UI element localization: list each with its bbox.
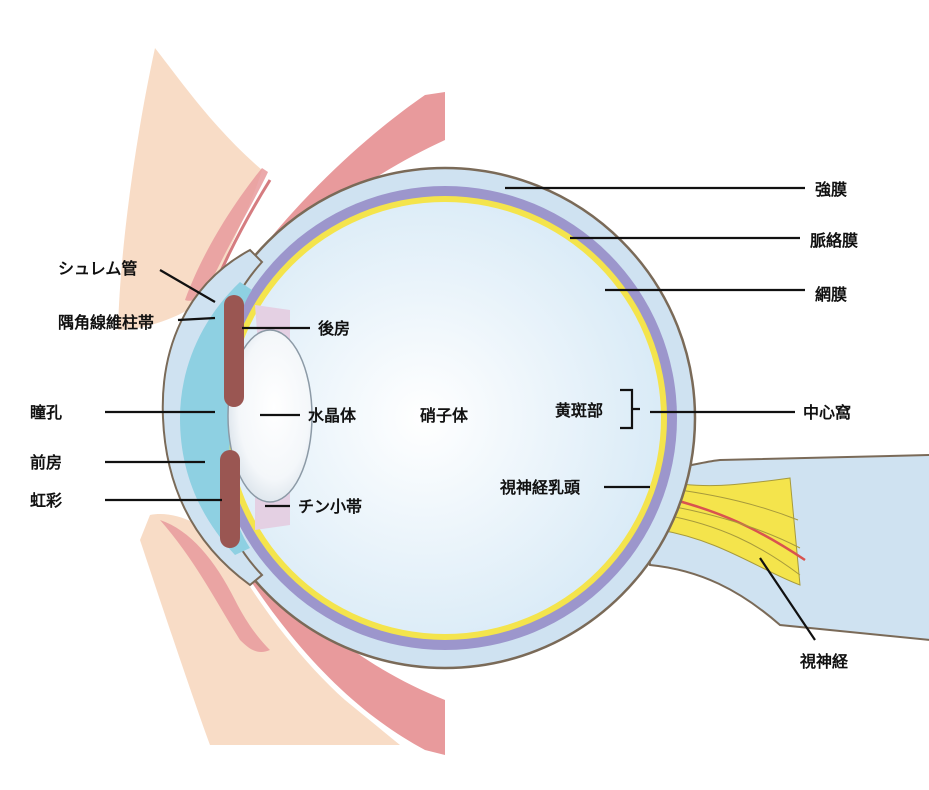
label-optic-disc: 視神経乳頭 — [499, 478, 581, 497]
label-schlemm-canal: シュレム管 — [58, 259, 137, 278]
label-zonule: チン小帯 — [298, 497, 362, 516]
anterior-chamber — [180, 282, 252, 555]
label-pupil: 瞳孔 — [30, 403, 62, 422]
leader-lines — [105, 186, 816, 641]
label-retina: 網膜 — [815, 285, 847, 304]
eyeball — [161, 166, 697, 670]
vitreous-body — [229, 202, 661, 634]
label-optic-nerve: 視神経 — [799, 652, 849, 671]
label-iris: 虹彩 — [30, 491, 62, 510]
label-fovea: 中心窩 — [803, 403, 851, 422]
labels: 強膜 脈絡膜 網膜 中心窩 黄斑部 視神経乳頭 視神経 シュレム管 隅角線維柱帯… — [30, 180, 858, 671]
iris-lower — [220, 450, 240, 548]
label-trabecular-meshwork: 隅角線維柱帯 — [58, 313, 154, 332]
iris-upper — [224, 295, 244, 407]
label-anterior-chamber: 前房 — [30, 453, 62, 472]
label-sclera: 強膜 — [815, 180, 847, 199]
optic-nerve — [638, 454, 929, 641]
label-vitreous: 硝子体 — [420, 406, 469, 425]
label-macula: 黄斑部 — [555, 401, 603, 420]
label-choroid: 脈絡膜 — [810, 231, 858, 250]
label-lens: 水晶体 — [308, 406, 357, 425]
label-posterior-chamber: 後房 — [318, 319, 350, 338]
